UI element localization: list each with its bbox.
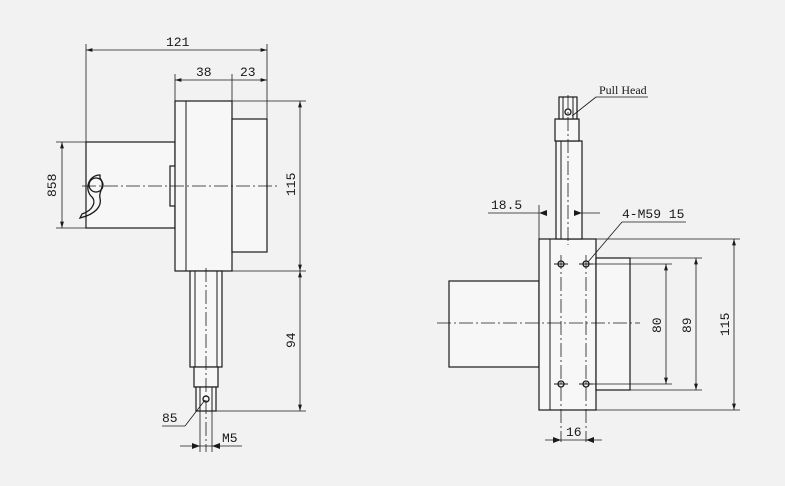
left-cover [231, 118, 268, 253]
dim-left-height: 858 [45, 174, 60, 197]
right-rod-collar [554, 118, 580, 142]
left-cylinder [85, 141, 176, 229]
dim-thread: M5 [222, 431, 238, 446]
dim-width-b: 23 [240, 65, 256, 80]
dim-rod-length: 94 [284, 332, 299, 348]
dim-body-height: 115 [284, 173, 299, 196]
dim-hole-spacing-v: 80 [650, 317, 665, 333]
right-cylinder [448, 280, 540, 368]
hook-icon [78, 174, 104, 219]
hole-label: 4-M59 15 [622, 207, 684, 222]
left-view: 121 38 23 858 115 94 85 M5 [45, 35, 306, 452]
dim-end: 85 [162, 411, 178, 426]
dim-overall-width: 121 [166, 35, 190, 50]
right-cover [595, 257, 631, 391]
dim-right-body-height: 115 [718, 313, 733, 336]
right-view: Pull Head 18.5 4-M59 15 80 89 115 16 [437, 83, 740, 443]
right-rod [555, 140, 583, 240]
pull-head-label: Pull Head [599, 83, 647, 97]
dim-hole-spacing-h: 16 [566, 425, 582, 440]
dim-width-a: 38 [196, 65, 212, 80]
dim-flange-height: 89 [680, 317, 695, 333]
dim-offset: 18.5 [491, 198, 522, 213]
